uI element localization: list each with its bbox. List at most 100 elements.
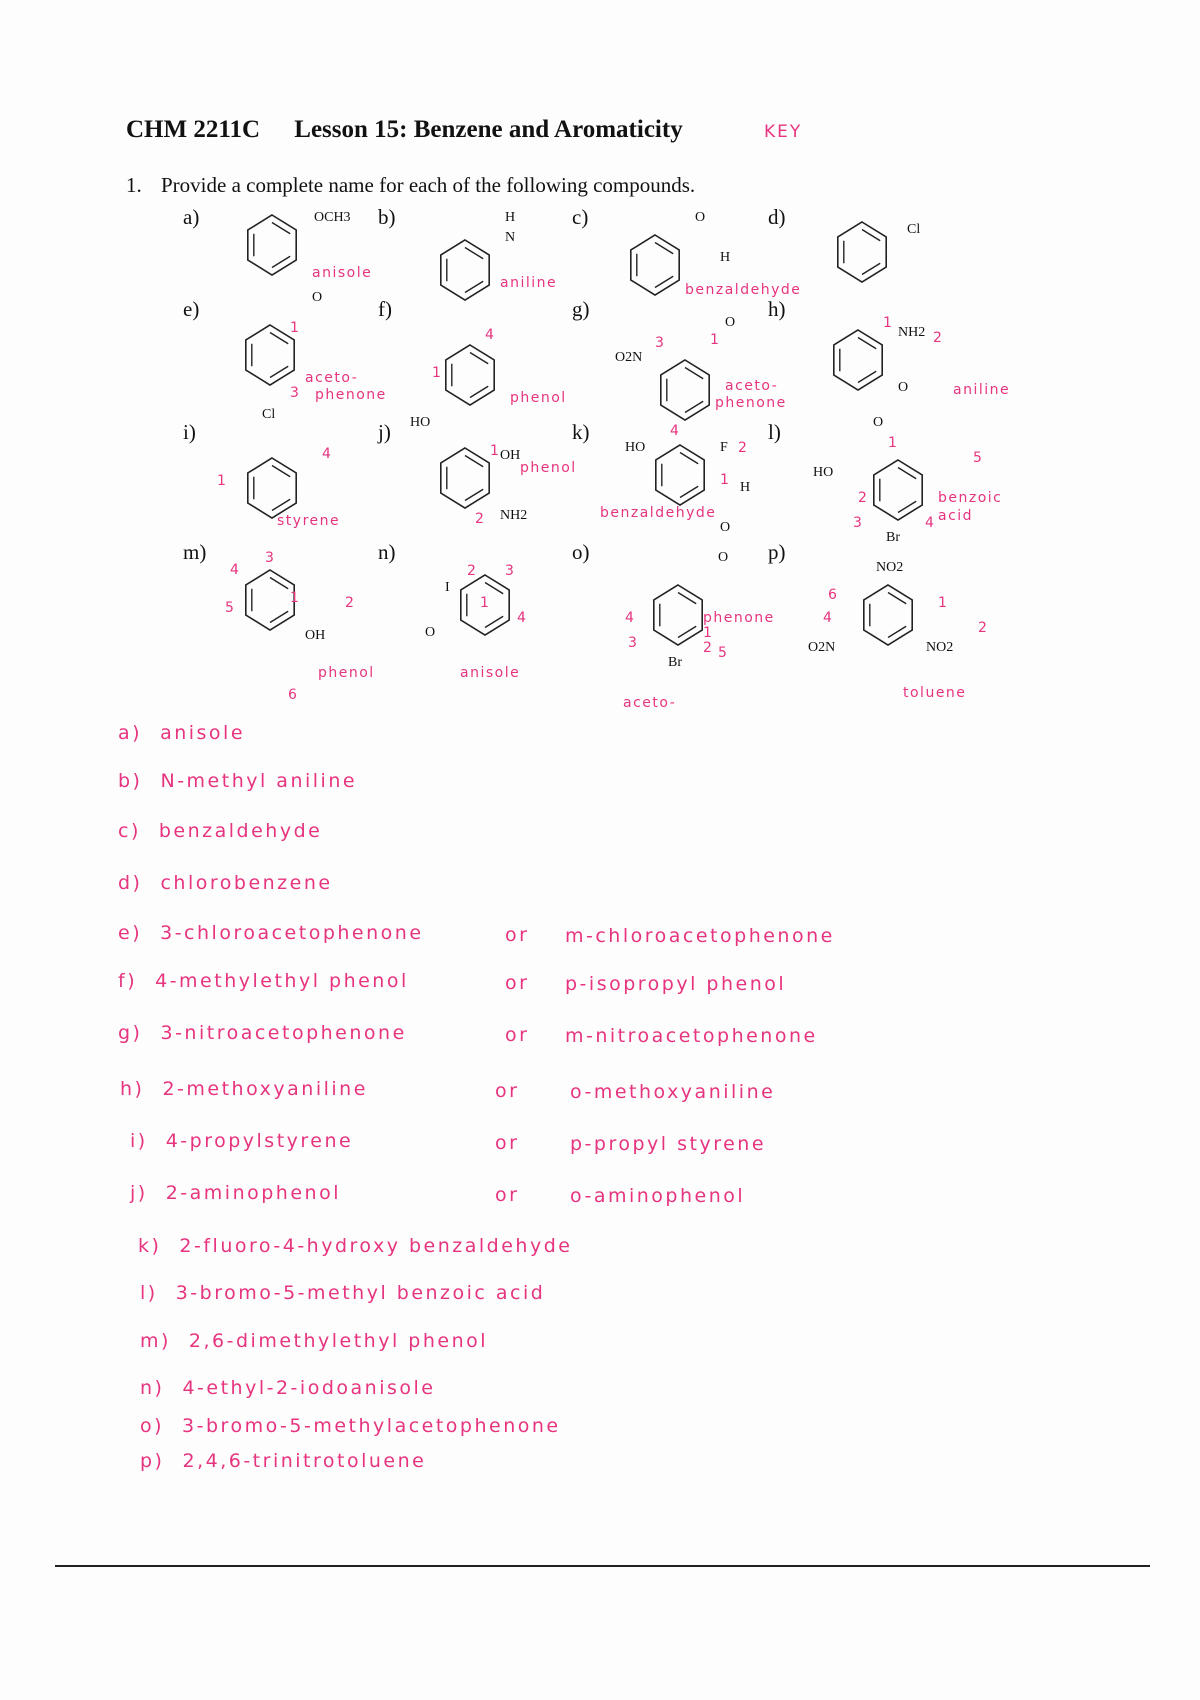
substituent-label: H	[505, 210, 516, 225]
answer-row: o)3-bromo-5-methylacetophenone	[140, 1415, 561, 1437]
handwritten-annotation: 5	[973, 450, 984, 466]
compound-label: g)	[572, 297, 590, 321]
substituent-label: OCH3	[314, 210, 351, 225]
compound-label: h)	[768, 297, 786, 321]
substituent-label: OH	[305, 628, 326, 643]
handwritten-annotation: 2	[978, 620, 989, 636]
answer-name: 2,4,6-trinitrotoluene	[182, 1450, 427, 1472]
answer-row: c) benzaldehyde	[118, 820, 322, 842]
answer-name: 2-methoxyaniline	[162, 1078, 368, 1100]
benzene-ring-structure	[653, 355, 717, 430]
benzene-ring-structure	[453, 570, 517, 645]
substituent-label: Cl	[262, 407, 276, 422]
compound-label: l)	[768, 420, 781, 444]
substituent-label: H	[740, 480, 751, 495]
handwritten-annotation: 5	[225, 600, 236, 616]
handwritten-annotation: anisole	[312, 265, 373, 281]
page-title: CHM 2211C Lesson 15: Benzene and Aromati…	[126, 116, 683, 144]
answer-name: 3-bromo-5-methyl benzoic acid	[175, 1282, 546, 1304]
substituent-label: O	[425, 625, 436, 640]
benzene-ring-structure	[648, 440, 712, 515]
handwritten-annotation: 2	[345, 595, 356, 611]
compound-label: i)	[183, 420, 196, 444]
compound-label: a)	[183, 205, 200, 229]
handwritten-annotation: 1	[710, 332, 721, 348]
handwritten-annotation: 3	[265, 550, 276, 566]
benzene-ring-structure	[238, 320, 302, 395]
answer-label: h)	[120, 1078, 145, 1100]
substituent-label: NH2	[500, 508, 528, 523]
handwritten-annotation: aceto-	[725, 378, 779, 394]
substituent-label: NH2	[898, 325, 926, 340]
substituent-label: OH	[500, 448, 521, 463]
answer-name: chlorobenzene	[160, 872, 333, 894]
answer-row: a) anisole	[118, 722, 245, 744]
answer-label: p)	[140, 1450, 165, 1472]
answer-name: benzaldehyde	[158, 820, 323, 842]
handwritten-annotation: aniline	[500, 275, 558, 291]
handwritten-annotation: 3	[853, 515, 864, 531]
or-connector: or	[505, 1024, 530, 1046]
handwritten-annotation: aniline	[953, 382, 1011, 398]
handwritten-annotation: 1	[290, 590, 301, 606]
substituent-label: F	[720, 440, 728, 455]
handwritten-annotation: 4	[485, 327, 496, 343]
benzene-ring-structure	[866, 455, 930, 530]
handwritten-annotation: phenone	[315, 387, 387, 403]
answer-name: 3-chloroacetophenone	[160, 922, 424, 944]
substituent-label: H	[720, 250, 731, 265]
handwritten-annotation: 1	[490, 443, 501, 459]
handwritten-annotation: 2	[467, 563, 478, 579]
benzene-ring-structure	[433, 235, 497, 310]
handwritten-annotation: phenol	[510, 390, 567, 406]
handwritten-annotation: phenone	[703, 610, 775, 626]
compound-label: k)	[572, 420, 590, 444]
benzene-ring-structure	[238, 565, 302, 640]
benzene-ring-structure	[433, 443, 497, 518]
handwritten-annotation: toluene	[903, 685, 967, 701]
handwritten-annotation: 2	[738, 440, 749, 456]
answer-label: g)	[118, 1022, 143, 1044]
substituent-label: NO2	[926, 640, 954, 655]
answer-label: d)	[118, 872, 143, 894]
substituent-label: Br	[668, 655, 682, 670]
answer-name: 2-aminophenol	[165, 1182, 341, 1204]
compound-label: p)	[768, 540, 786, 564]
compound-label: f)	[378, 297, 392, 321]
answer-name: 2,6-dimethylethyl phenol	[188, 1330, 489, 1352]
handwritten-annotation: 4	[230, 562, 241, 578]
course-code: CHM 2211C	[126, 116, 261, 143]
benzene-ring-structure	[240, 453, 304, 528]
handwritten-annotation: 3	[655, 335, 666, 351]
handwritten-annotation: 3	[628, 635, 639, 651]
substituent-label: N	[505, 230, 516, 245]
answer-name: 4-ethyl-2-iodoanisole	[182, 1377, 436, 1399]
footer-rule	[55, 1565, 1150, 1567]
benzene-ring-structure	[826, 325, 890, 400]
answer-alt-name: p-propyl styrene	[570, 1133, 767, 1155]
answer-label: o)	[140, 1415, 165, 1437]
compound-label: d)	[768, 205, 786, 229]
substituent-label: HO	[813, 465, 834, 480]
question-text: Provide a complete name for each of the …	[161, 173, 696, 197]
handwritten-annotation: 1	[480, 595, 491, 611]
answer-row: l)3-bromo-5-methyl benzoic acid	[140, 1282, 545, 1304]
or-connector: or	[505, 924, 530, 946]
benzene-ring-structure	[438, 340, 502, 415]
handwritten-annotation: 4	[823, 610, 834, 626]
answer-label: i)	[130, 1130, 148, 1152]
answer-name: 3-nitroacetophenone	[160, 1022, 407, 1044]
answer-label: c)	[118, 820, 141, 842]
answer-row: b)N-methyl aniline	[118, 770, 357, 792]
substituent-label: O	[695, 210, 706, 225]
answer-name: 2-fluoro-4-hydroxy benzaldehyde	[179, 1235, 573, 1257]
handwritten-annotation: anisole	[460, 665, 521, 681]
answer-label: a)	[118, 722, 143, 744]
handwritten-annotation: 4	[322, 446, 333, 462]
handwritten-annotation: 1	[290, 320, 301, 336]
substituent-label: O2N	[808, 640, 836, 655]
answer-name: anisole	[160, 722, 246, 744]
